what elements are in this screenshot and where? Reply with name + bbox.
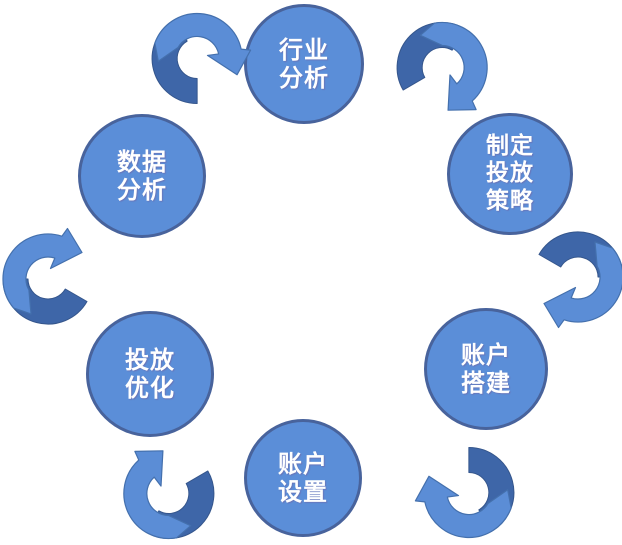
node-label-line: 投放 bbox=[486, 160, 534, 187]
node-account-build: 账户 搭建 bbox=[424, 308, 548, 430]
curved-arrow-icon bbox=[414, 446, 515, 539]
node-label-line: 制定 bbox=[486, 133, 534, 160]
node-label-line: 策略 bbox=[486, 187, 534, 214]
curved-arrow-icon bbox=[2, 227, 88, 325]
node-placement-optimization: 投放 优化 bbox=[86, 311, 214, 437]
curved-arrow-icon bbox=[396, 21, 488, 111]
node-label-line: 分析 bbox=[279, 64, 329, 92]
node-placement-strategy: 制定 投放 策略 bbox=[447, 113, 573, 235]
curved-arrow-icon bbox=[123, 450, 215, 540]
node-label-line: 账户 bbox=[278, 449, 328, 478]
node-label-line: 优化 bbox=[125, 374, 175, 402]
node-label-line: 账户 bbox=[461, 340, 511, 369]
node-label-line: 设置 bbox=[278, 478, 328, 506]
node-label-line: 分析 bbox=[117, 176, 167, 204]
node-industry-analysis: 行业 分析 bbox=[244, 4, 364, 124]
node-account-setup: 账户 设置 bbox=[244, 419, 362, 537]
node-label-line: 搭建 bbox=[461, 369, 511, 397]
node-label-line: 行业 bbox=[279, 35, 329, 64]
curved-arrow-icon bbox=[538, 231, 622, 329]
curved-arrow-icon bbox=[151, 12, 252, 105]
node-label-line: 数据 bbox=[117, 147, 167, 176]
node-label-line: 投放 bbox=[125, 345, 175, 374]
node-data-analysis: 数据 分析 bbox=[78, 114, 206, 238]
